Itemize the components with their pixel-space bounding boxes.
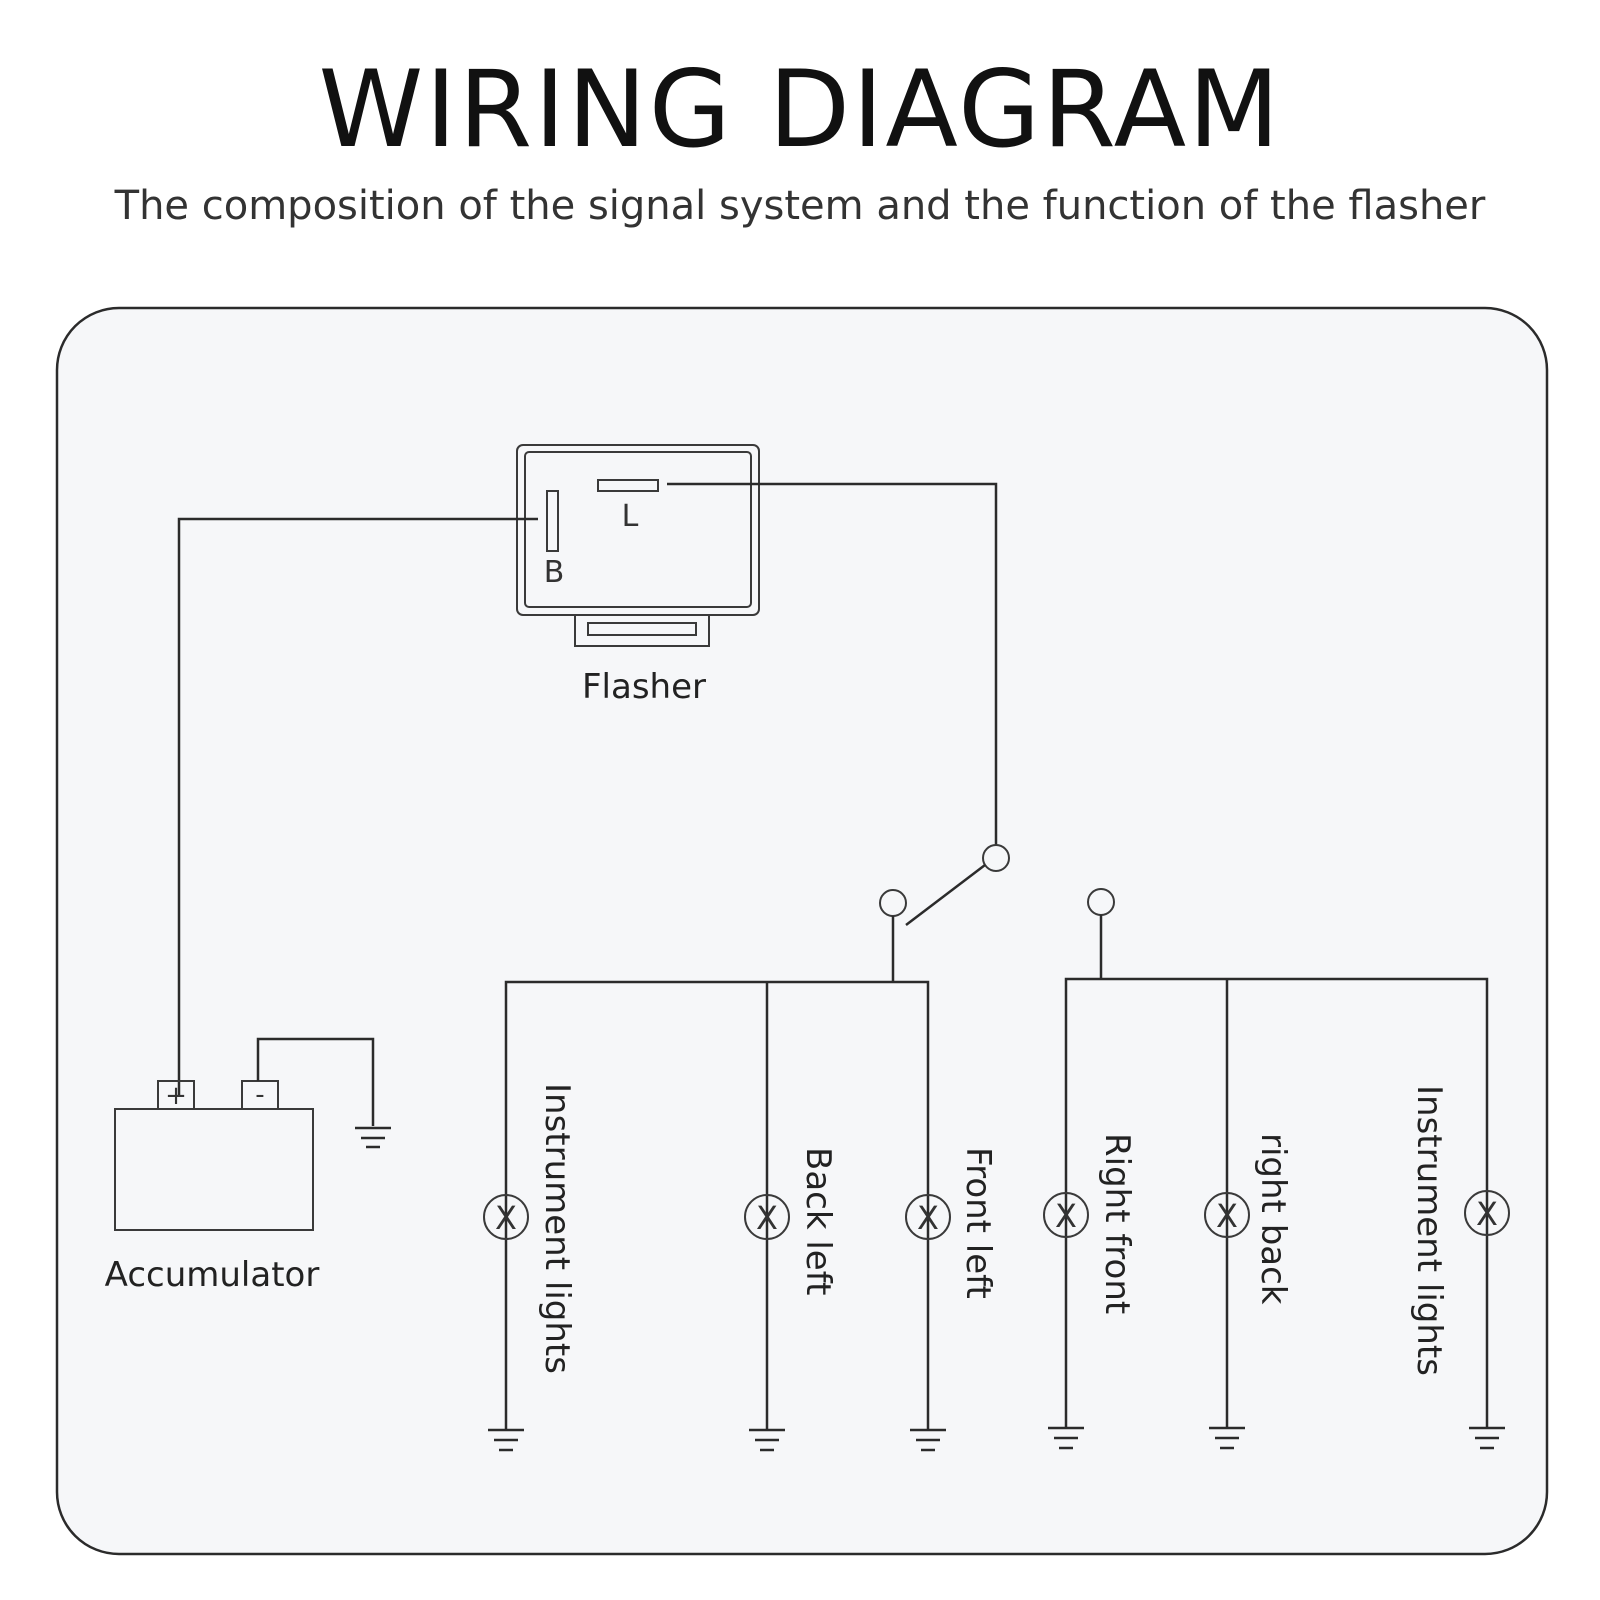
lamp-label-back-left: Back left <box>798 1147 838 1295</box>
ground-symbol-left-1 <box>488 1428 524 1452</box>
flasher-base-slot <box>587 622 697 636</box>
lamp-right-back: X <box>1204 1192 1250 1238</box>
ground-symbol-battery <box>355 1126 391 1149</box>
accumulator-positive-sign: + <box>165 1081 187 1111</box>
lamp-symbol: X <box>495 1199 517 1237</box>
ground-symbol-right-2 <box>1209 1426 1245 1450</box>
wire-l-to-switch <box>667 482 998 845</box>
flasher-terminal-l <box>597 479 659 492</box>
left-bus-wire <box>504 980 930 1430</box>
diagram-panel <box>55 306 1549 1556</box>
accumulator-negative-sign: - <box>255 1080 264 1110</box>
lamp-label-front-left: Front left <box>958 1147 998 1299</box>
flasher-label-b: B <box>544 555 565 590</box>
lamp-front-left: X <box>905 1194 951 1240</box>
accumulator-body <box>114 1108 314 1231</box>
ground-symbol-right-3 <box>1469 1426 1505 1450</box>
lamp-instrument-lights-right: X <box>1464 1190 1510 1236</box>
lamp-symbol: X <box>917 1199 939 1237</box>
wire-negative-to-ground <box>256 1037 375 1126</box>
flasher-label-l: L <box>622 499 639 534</box>
flasher-base <box>574 614 710 647</box>
switch-common-contact <box>982 844 1010 872</box>
flasher-label: Flasher <box>582 667 706 707</box>
lamp-label-right-back: right back <box>1253 1133 1293 1305</box>
page-subtitle: The composition of the signal system and… <box>114 183 1486 229</box>
flasher-inner-case <box>524 451 752 608</box>
flasher-unit: B L Flasher <box>516 444 760 707</box>
ground-symbol-left-3 <box>910 1428 946 1452</box>
turn-signal-switch <box>879 844 1115 926</box>
lamp-symbol: X <box>1216 1197 1238 1235</box>
lamp-right-front: X <box>1043 1192 1089 1238</box>
lamp-label-instrument-lights-left: Instrument lights <box>537 1083 577 1374</box>
right-bus-wire <box>1064 977 1489 1428</box>
ground-symbol-left-2 <box>749 1428 785 1452</box>
lamp-label-instrument-lights-right: Instrument lights <box>1409 1085 1449 1376</box>
switch-lever <box>905 864 986 926</box>
ground-symbol-right-1 <box>1048 1426 1084 1450</box>
wire-b-to-battery-positive <box>177 517 538 1096</box>
lamp-back-left: X <box>744 1194 790 1240</box>
lamp-instrument-lights-left: X <box>483 1194 529 1240</box>
page-title: WIRING DIAGRAM <box>318 48 1282 171</box>
lamp-symbol: X <box>756 1199 778 1237</box>
flasher-terminal-b <box>546 490 559 552</box>
accumulator-label: Accumulator <box>105 1255 320 1295</box>
accumulator-positive-terminal <box>157 1080 195 1110</box>
accumulator: + - Accumulator <box>105 1080 320 1295</box>
accumulator-negative-terminal <box>241 1080 279 1110</box>
lamp-label-right-front: Right front <box>1097 1133 1137 1314</box>
lamp-symbol: X <box>1055 1197 1077 1235</box>
lamp-symbol: X <box>1476 1195 1498 1233</box>
